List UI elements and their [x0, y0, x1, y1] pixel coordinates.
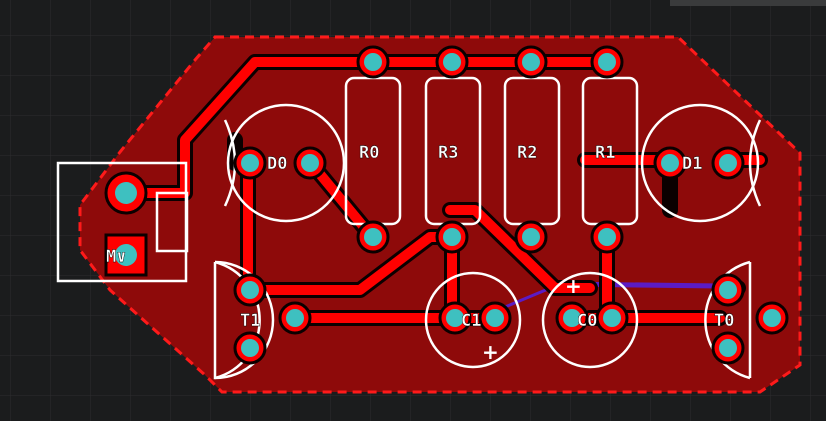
t1-outline — [213, 260, 275, 380]
board-outline[interactable] — [78, 35, 802, 394]
c0-plus-mark: + — [565, 274, 582, 298]
label-mv[interactable]: M∨ — [106, 247, 127, 267]
c0-outline — [541, 271, 639, 369]
toolbar-edge — [670, 0, 826, 6]
label-d0[interactable]: D0 — [267, 154, 288, 174]
label-c1[interactable]: C1 — [461, 311, 482, 331]
label-r2[interactable]: R2 — [517, 143, 538, 163]
t0-arc — [704, 260, 751, 380]
designators: D0 D1 R0 R3 R2 R1 T1 T0 C1 C0 M∨ + + — [106, 143, 735, 364]
label-c0[interactable]: C0 — [577, 311, 598, 331]
pad-drills — [115, 53, 781, 357]
d0-outline — [226, 103, 346, 223]
label-t1[interactable]: T1 — [240, 311, 261, 331]
label-r0[interactable]: R0 — [359, 143, 380, 163]
d1-flat — [748, 119, 762, 207]
label-d1[interactable]: D1 — [682, 154, 703, 174]
label-r3[interactable]: R3 — [438, 143, 459, 163]
d1-outline — [640, 103, 760, 223]
t1-arc — [214, 260, 261, 380]
label-r1[interactable]: R1 — [595, 143, 616, 163]
c1-plus-mark: + — [482, 340, 499, 364]
label-t0[interactable]: T0 — [714, 311, 735, 331]
connector-notch — [155, 191, 189, 253]
c1-outline — [424, 271, 522, 369]
pads — [104, 45, 789, 365]
